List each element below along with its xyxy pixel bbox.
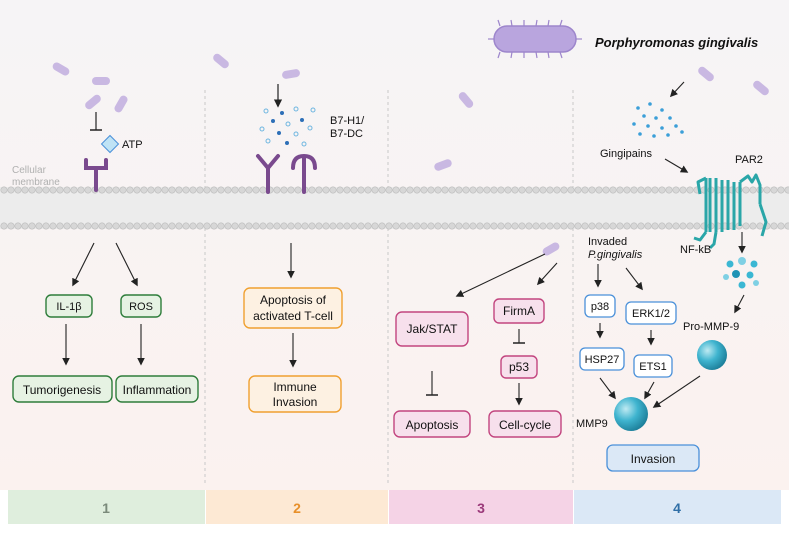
ros-box (120, 294, 162, 318)
inflammation-label: Inflammation (123, 383, 192, 397)
tumorigenesis-box (12, 375, 113, 403)
panel-band-2 (206, 490, 388, 524)
invasion-label: Invasion (631, 452, 676, 466)
il1b-label: IL-1β (56, 301, 81, 313)
par2-receptor-icon (693, 173, 768, 250)
p2x7-receptor-icon (84, 158, 108, 192)
cellcycle-label: Cell-cycle (499, 418, 551, 432)
hsp27-box (579, 347, 625, 371)
invaded-label-line1: Invaded (588, 236, 627, 248)
membrane-label-line1: Cellular (12, 165, 47, 176)
membrane-label-line2: membrane (12, 177, 60, 188)
p53-box (500, 355, 538, 379)
apoptosis-box (393, 410, 471, 438)
erk-label: ERK1/2 (632, 308, 670, 320)
nfkb-particles-icon (723, 257, 759, 289)
inflammation-box (115, 375, 199, 403)
apoptosis-tcell-box (243, 287, 343, 329)
panel-number-4: 4 (673, 500, 681, 516)
tumorigenesis-label: Tumorigenesis (23, 383, 101, 397)
il1b-box (45, 294, 93, 318)
bacterium-name: Porphyromonas gingivalis (595, 35, 758, 50)
ets1-label: ETS1 (639, 361, 667, 373)
panel-number-3: 3 (477, 500, 485, 516)
gingipains-label: Gingipains (600, 148, 652, 160)
firma-label: FirmA (503, 304, 535, 318)
hsp27-label: HSP27 (585, 354, 620, 366)
mmp9-sphere-icon (614, 397, 648, 431)
p38-box (584, 294, 616, 318)
pro-mmp9-sphere-icon (697, 340, 727, 370)
immune-invasion-line1: Immune (273, 380, 317, 394)
erk-box (625, 301, 677, 325)
p53-label: p53 (509, 360, 529, 374)
panel-number-2: 2 (293, 500, 301, 516)
ets1-box (633, 354, 673, 378)
cellular-membrane (0, 186, 789, 230)
diagram-background (0, 0, 789, 490)
pro-mmp9-label: Pro-MMP-9 (683, 321, 739, 333)
panel-band-1 (8, 490, 205, 524)
invaded-label-line2: P.gingivalis (588, 249, 643, 261)
jakstat-box (395, 311, 469, 347)
immune-invasion-box (248, 375, 342, 413)
b7-ligand-dots-icon (259, 106, 316, 147)
atp-molecule-icon (100, 134, 120, 154)
floating-bacteria (52, 53, 769, 256)
cellcycle-box (488, 410, 562, 438)
ros-label: ROS (129, 301, 153, 313)
apoptosis-tcell-line1: Apoptosis of (260, 293, 327, 307)
firma-box (493, 298, 545, 324)
mmp9-label: MMP9 (576, 418, 608, 430)
invasion-box (606, 444, 700, 472)
apoptosis-label: Apoptosis (406, 418, 459, 432)
p38-label: p38 (591, 301, 609, 313)
atp-label: ATP (122, 139, 143, 151)
nfkb-label: NF-kB (680, 244, 711, 256)
b7-label-line1: B7-H1/ (330, 115, 365, 127)
b7-label-line2: B7-DC (330, 128, 363, 140)
panel-band-3 (389, 490, 573, 524)
apoptosis-tcell-line2: activated T-cell (253, 309, 333, 323)
gingipain-dots-icon (632, 102, 684, 138)
pd1-receptor-icon (256, 153, 317, 194)
panel-number-1: 1 (102, 500, 110, 516)
panel-band-4 (574, 490, 781, 524)
jakstat-label: Jak/STAT (407, 322, 459, 336)
immune-invasion-line2: Invasion (273, 395, 318, 409)
porphyromonas-bacterium-icon (488, 19, 582, 59)
par2-label: PAR2 (735, 154, 763, 166)
